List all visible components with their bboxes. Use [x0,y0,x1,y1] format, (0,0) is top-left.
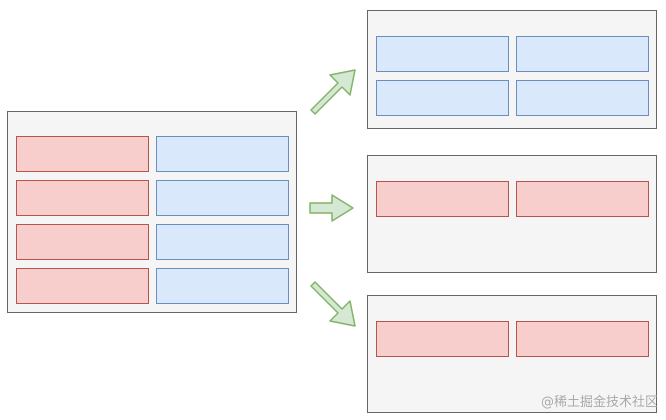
watermark-text: @稀土掘金技术社区 [540,395,658,410]
source-row-1-left-cell [16,136,149,172]
source-row-4-right-cell [156,268,289,304]
source-table [7,111,297,313]
source-row-3-left-cell [16,224,149,260]
target-1-row-2-right-cell [516,80,649,116]
target-3-row-1-left-cell [376,321,509,357]
target-1-row-2-left-cell [376,80,509,116]
source-row-1-right-cell [156,136,289,172]
arrow-down-right-icon [310,281,356,327]
source-row-2-right-cell [156,180,289,216]
source-row-2-left-cell [16,180,149,216]
target-1-row-1-left-cell [376,36,509,72]
target-1-row-1-right-cell [516,36,649,72]
source-row-4-left-cell [16,268,149,304]
target-2-row-1-right-cell [516,181,649,217]
target-2-row-1-left-cell [376,181,509,217]
target-3-row-1-right-cell [516,321,649,357]
target-table-3 [367,295,657,413]
arrow-up-right-icon [310,69,356,115]
target-table-2 [367,155,657,273]
target-table-1 [367,10,657,129]
source-row-3-right-cell [156,224,289,260]
arrow-right-icon [309,194,354,222]
